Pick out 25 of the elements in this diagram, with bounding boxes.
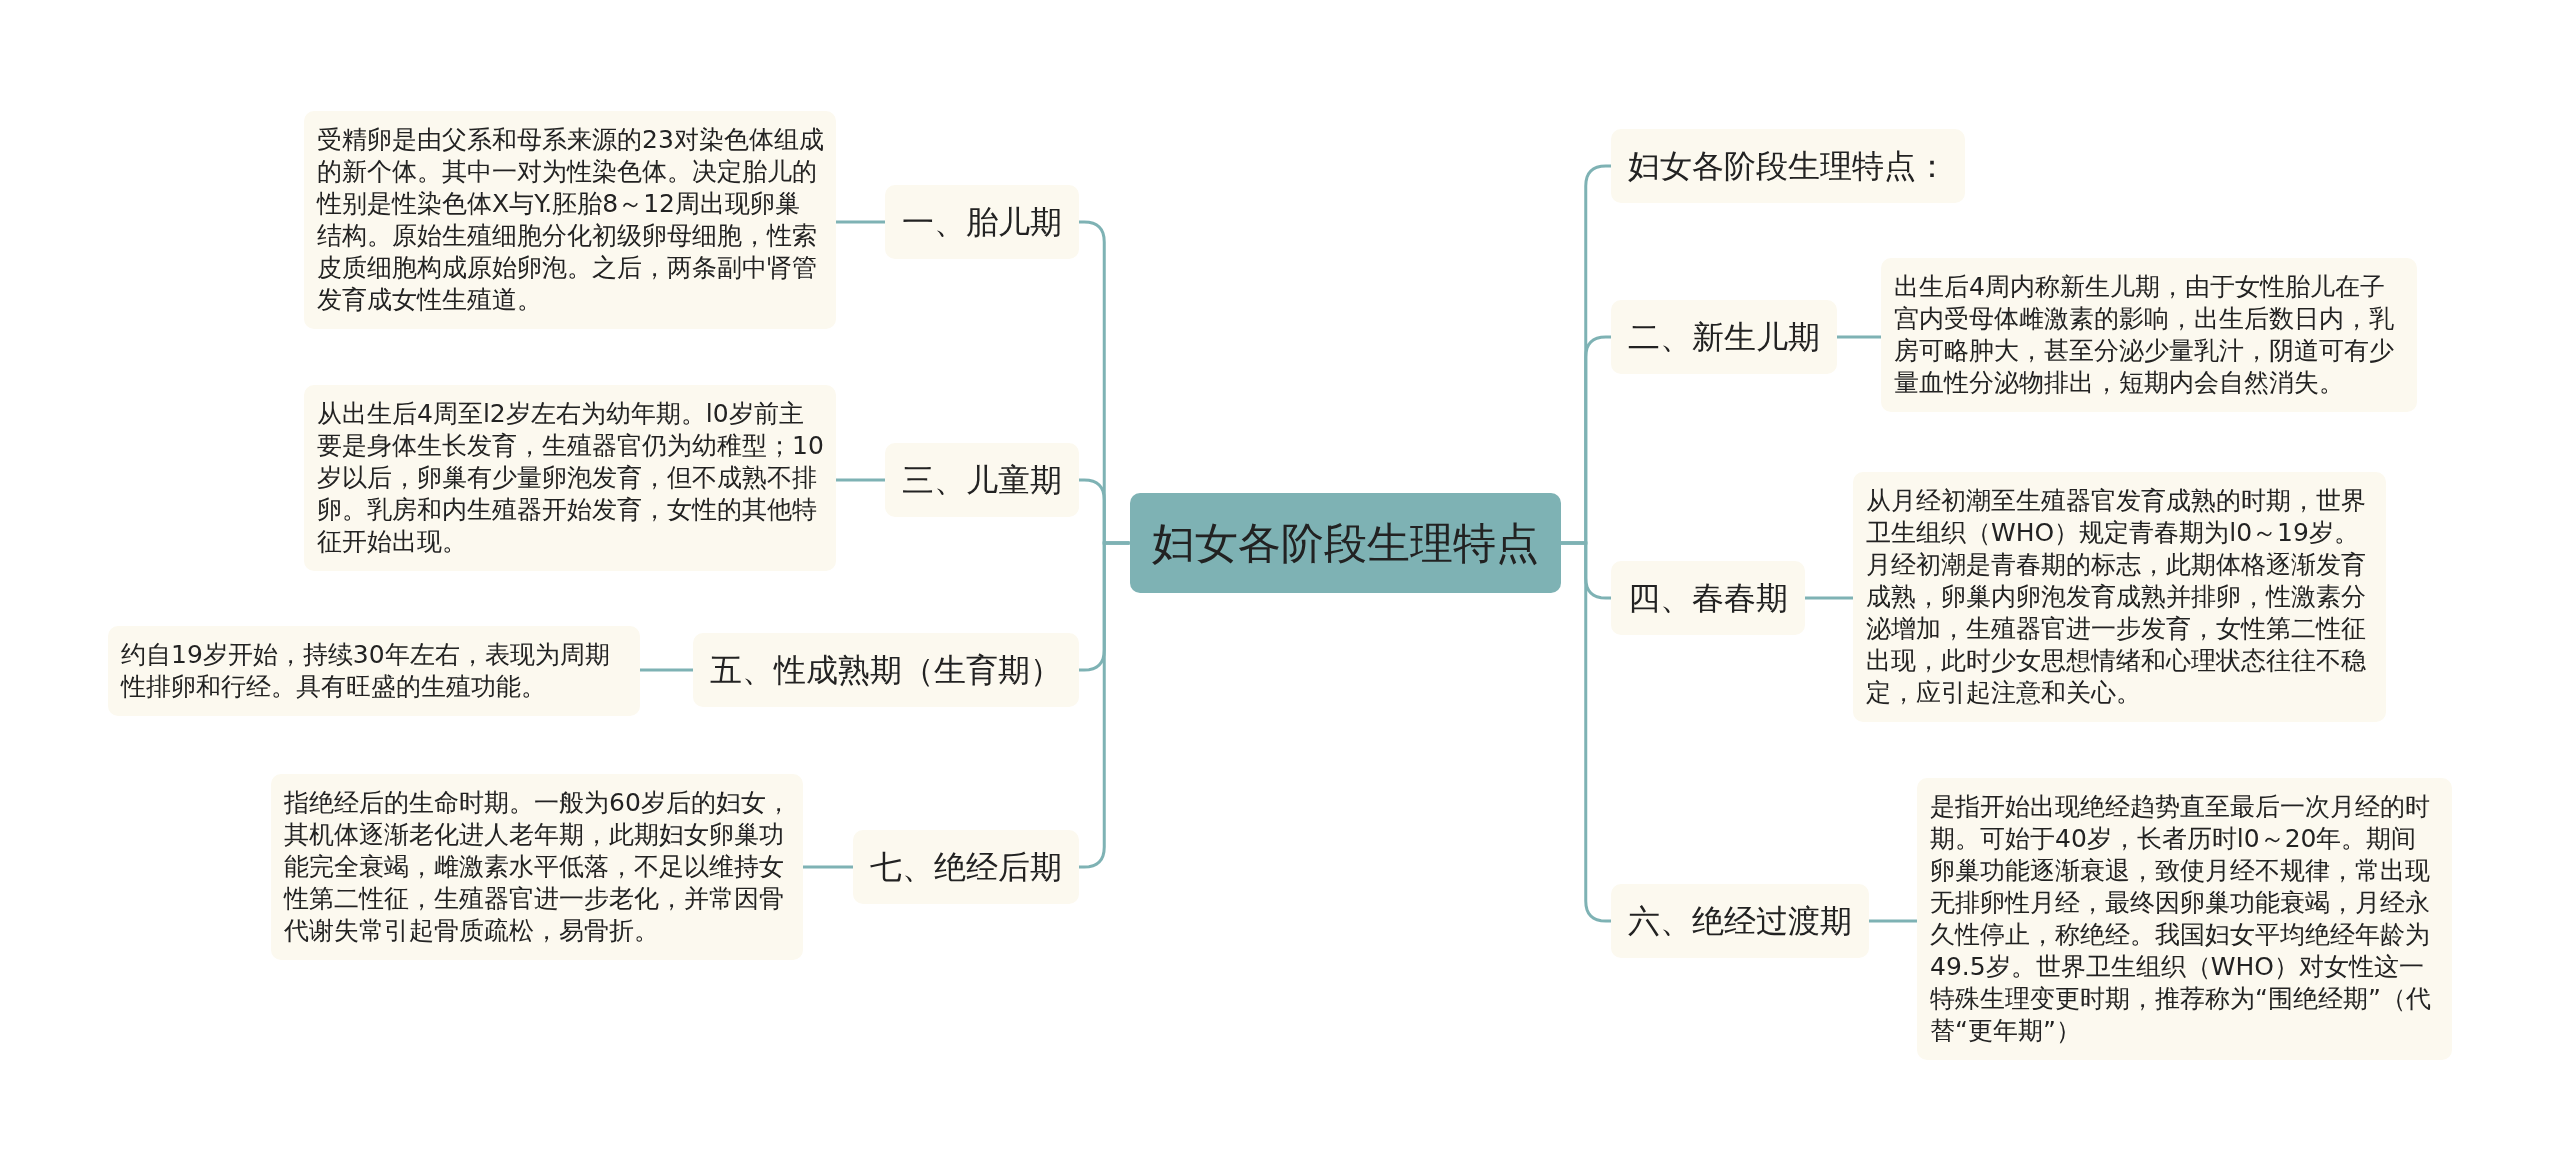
detail-note: 指绝经后的生命时期。一般为60岁后的妇女，其机体逐渐老化进人老年期，此期妇女卵巢功能完全衰竭，雌激素水平低落，不足以维持女性第二性征，生殖器官进一步老化，并常因骨代谢失常引起骨质疏松，易骨折。: [271, 774, 803, 960]
connector-line: [1869, 919, 1917, 923]
connector-line: [836, 478, 885, 482]
connector-line: [1560, 541, 1611, 923]
branch-topic: 五、性成熟期（生育期）: [693, 633, 1079, 707]
branch-topic: 妇女各阶段生理特点：: [1611, 129, 1965, 203]
connector-line: [640, 668, 693, 672]
branch-topic: 一、胎儿期: [885, 185, 1079, 259]
detail-note: 从月经初潮至生殖器官发育成熟的时期，世界卫生组织（WHO）规定青春期为l0～19岁。月经初潮是青春期的标志，此期体格逐渐发育成熟，卵巢内卵泡发育成熟并排卵，性激素分泌增加，生殖器官进一步发育，女性第二性征出现，此时少女思想情绪和心理状态往往不稳定，应引起注意和关心。: [1853, 472, 2386, 722]
branch-topic: 六、绝经过渡期: [1611, 884, 1869, 958]
connector-line: [803, 865, 853, 869]
detail-note: 受精卵是由父系和母系来源的23对染色体组成的新个体。其中一对为性染色体。决定胎儿的性别是性染色体X与Y.胚胎8～12周出现卵巢结构。原始生殖细胞分化初级卵母细胞，性索皮质细胞构成原始卵泡。之后，两条副中肾管发育成女性生殖道。: [304, 111, 836, 329]
connector-line: [836, 220, 885, 224]
central-topic: 妇女各阶段生理特点: [1129, 493, 1561, 593]
branch-topic: 三、儿童期: [885, 443, 1079, 517]
connector-line: [1837, 335, 1881, 339]
branch-topic: 七、绝经后期: [853, 830, 1079, 904]
branch-topic: 二、新生儿期: [1611, 300, 1837, 374]
detail-note: 约自19岁开始，持续30年左右，表现为周期性排卵和行经。具有旺盛的生殖功能。: [108, 626, 640, 716]
detail-note: 从出生后4周至l2岁左右为幼年期。l0岁前主要是身体生长发育，生殖器官仍为幼稚型；10岁以后，卵巢有少量卵泡发育，但不成熟不排卵。乳房和内生殖器开始发育，女性的其他特征开始出现。: [304, 385, 836, 571]
branch-topic: 四、春春期: [1611, 561, 1805, 635]
connector-line: [1079, 541, 1130, 869]
detail-note: 出生后4周内称新生儿期，由于女性胎儿在子宫内受母体雌激素的影响，出生后数日内，乳房可略肿大，甚至分泌少量乳汁，阴道可有少量血性分泌物排出，短期内会自然消失。: [1881, 258, 2417, 412]
detail-note: 是指开始出现绝经趋势直至最后一次月经的时期。可始于40岁，长者历时l0～20年。期间卵巢功能逐渐衰退，致使月经不规律，常出现无排卵性月经，最终因卵巢功能衰竭，月经永久性停止，称绝经。我国妇女平均绝经年龄为49.5岁。世界卫生组织（WHO）对女性这一特殊生理变更时期，推荐称为“围绝经期”（代替“更年期”）: [1917, 778, 2452, 1060]
connector-line: [1805, 596, 1853, 600]
